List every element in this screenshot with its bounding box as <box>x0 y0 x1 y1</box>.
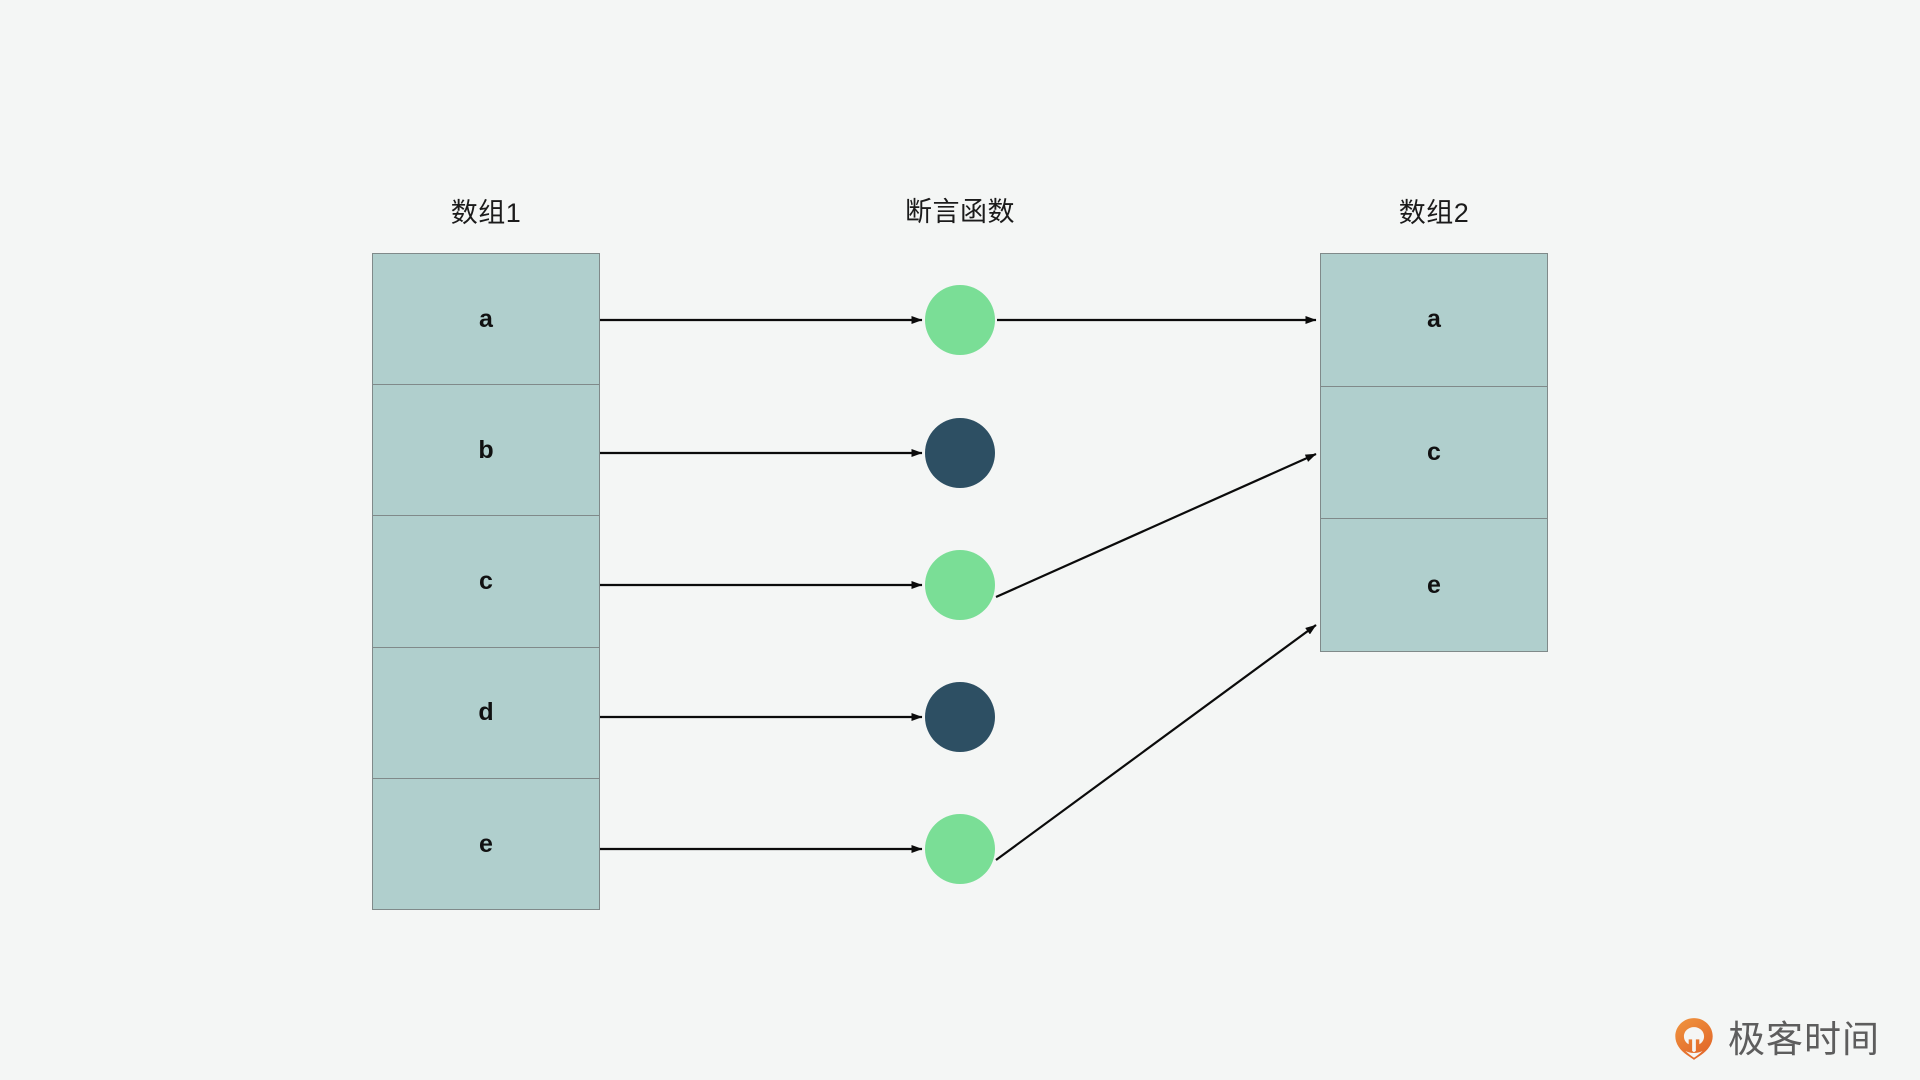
result-array-title: 数组2 <box>1398 198 1470 228</box>
predicate-node-pass <box>925 550 995 620</box>
source-array-cell: c <box>373 516 599 648</box>
geekbang-pin-icon <box>1675 1018 1713 1060</box>
result-array-cell: a <box>1321 254 1547 387</box>
source-array-cell: e <box>479 829 493 858</box>
source-array-cell: a <box>373 254 599 386</box>
source-array-cell: b <box>373 385 599 517</box>
brand-name: 极客时间 <box>1728 1018 1880 1060</box>
predicate-node-pass <box>925 814 995 884</box>
edge-predicate-e-to-result <box>995 624 1317 861</box>
result-array-table: a c e <box>1320 253 1548 652</box>
predicate-title: 断言函数 <box>905 197 1015 227</box>
edge-predicate-c-to-result <box>995 452 1317 599</box>
source-array-title: 数组1 <box>450 198 522 228</box>
result-array-cell: e <box>1427 570 1441 599</box>
source-array-cell: d <box>373 648 599 779</box>
predicate-node-fail <box>925 682 995 752</box>
brand-logo: 极客时间 <box>1671 1016 1880 1062</box>
predicate-node-pass <box>925 285 995 355</box>
result-array-cell: c <box>1321 387 1547 520</box>
source-array-table: a b c d e <box>372 253 600 910</box>
predicate-node-fail <box>925 418 995 488</box>
